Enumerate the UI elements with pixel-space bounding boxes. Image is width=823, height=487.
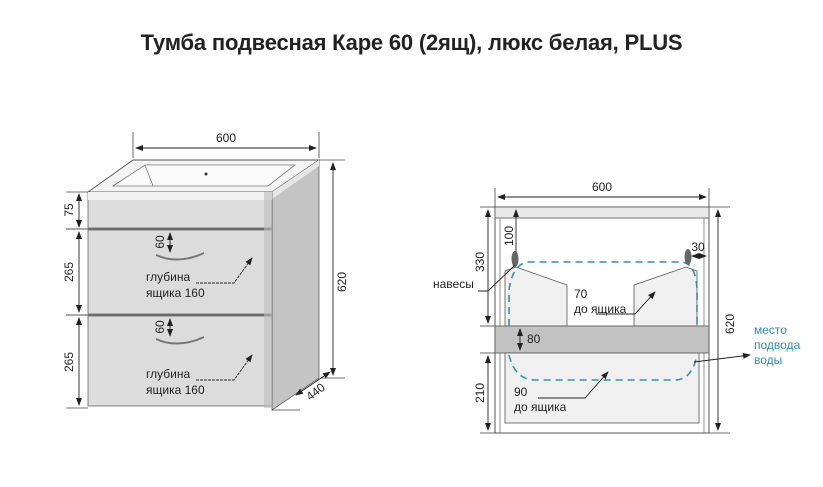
- front-view: 600 620 440 75 265 265 60 60 глубина ящи…: [62, 131, 349, 411]
- section-height-dim: 620: [723, 314, 737, 334]
- water-inlet-label-1: место: [754, 323, 787, 337]
- shelf-dim: 80: [527, 332, 541, 346]
- drawer-2-height-dim: 265: [62, 352, 76, 372]
- front-height-dim: 620: [335, 272, 349, 292]
- sink-outline-upper: [508, 261, 698, 326]
- sink-basin: [111, 164, 297, 187]
- upper-height-dim: 330: [473, 252, 487, 272]
- hinges-label: навесы: [433, 277, 474, 291]
- front-width-dim: 600: [216, 131, 236, 145]
- upper-clearance-label: до ящика: [574, 302, 627, 316]
- shelf: [494, 325, 710, 354]
- upper-clearance-value: 70: [574, 287, 588, 301]
- handle-1-dim: 60: [153, 235, 167, 249]
- drawer-2-depth-note-2: ящика 160: [146, 383, 205, 397]
- lower-clearance-label: до ящика: [514, 400, 567, 414]
- section-width-dim: 600: [592, 180, 612, 194]
- water-inlet-label-2: подвода: [754, 338, 801, 352]
- section-view: 600 620 330 210 100 30 навесы 80 70 до я…: [433, 180, 801, 434]
- hinge-left: [511, 251, 519, 267]
- drawer-2-handle: [155, 336, 205, 345]
- upper-drawer-left: [504, 266, 568, 327]
- lower-height-dim: 210: [473, 383, 487, 403]
- top-panel-dim: 75: [62, 203, 76, 217]
- hinge-side-dim: 30: [691, 240, 705, 254]
- drawer-1-handle: [155, 252, 205, 261]
- cabinet-side: [271, 159, 320, 411]
- drawer-1-depth-note-2: ящика 160: [146, 286, 205, 300]
- drawer-1-depth-note-1: глубина: [146, 270, 190, 284]
- drawer-1: [87, 229, 273, 315]
- sink-outline-lower: [508, 354, 698, 381]
- hinge-offset-dim: 100: [502, 226, 516, 246]
- handle-2-dim: 60: [153, 320, 167, 334]
- lower-clearance-value: 90: [514, 385, 528, 399]
- product-title: Тумба подвесная Каре 60 (2ящ), люкс бела…: [140, 30, 683, 55]
- lower-drawer: [504, 352, 700, 424]
- water-inlet-label-3: воды: [754, 353, 782, 367]
- drawer-1-height-dim: 265: [62, 262, 76, 282]
- drain-hole: [204, 172, 208, 176]
- hinge-right: [684, 249, 692, 265]
- drawer-2-depth-note-1: глубина: [146, 367, 190, 381]
